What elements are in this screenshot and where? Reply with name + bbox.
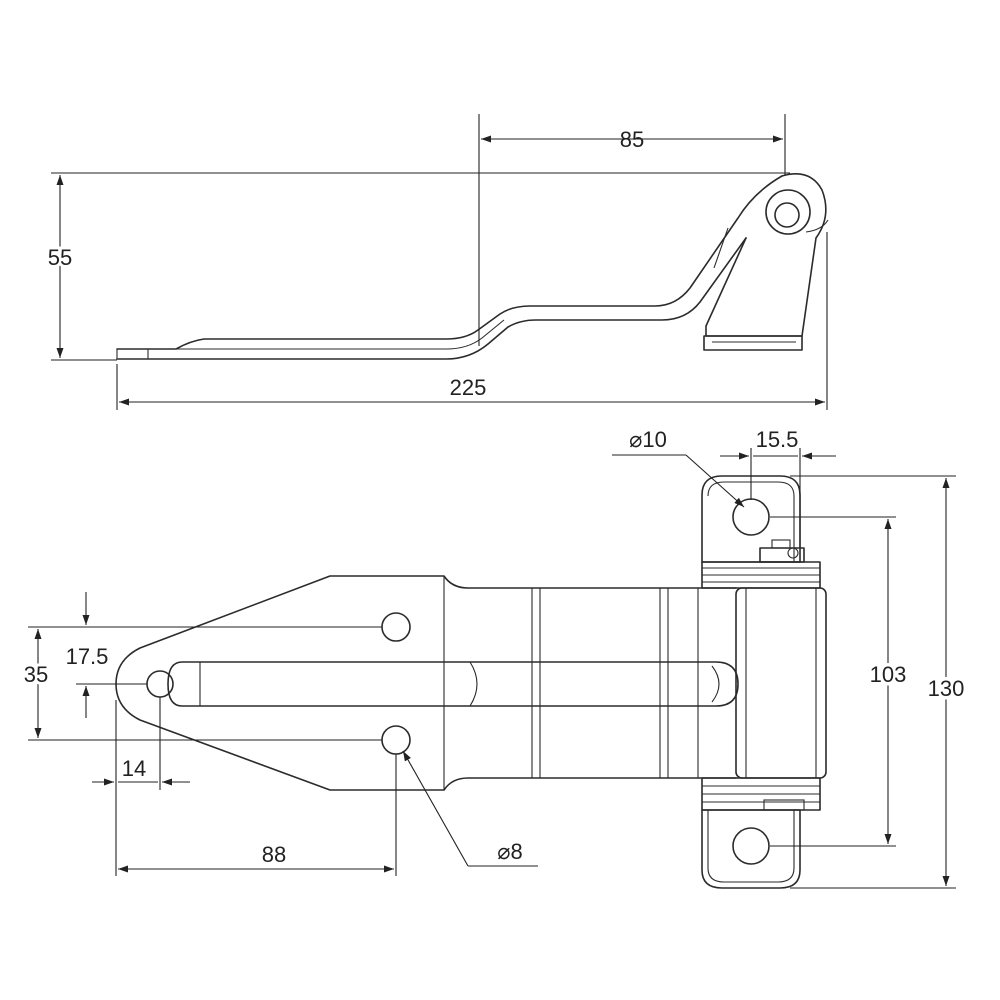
dim-label-14: 14 [122, 756, 146, 781]
side-view-pin-boss [765, 189, 811, 235]
dim-label-pin-hole-dia: ⌀10 [629, 427, 667, 452]
front-view-lower-bolt-hole [381, 725, 411, 755]
front-view-bottom-mount-hole [732, 827, 770, 865]
dim-label-130: 130 [928, 676, 965, 701]
dim-label-85: 85 [620, 127, 644, 152]
dim-label-88: 88 [262, 842, 286, 867]
side-view-leaf-lower [116, 237, 747, 360]
front-view-dimensions: ⌀10 15.5 103 130 35 17.5 14 [21, 427, 968, 889]
front-view-pin-bottom [701, 777, 821, 811]
leader-pin-hole [685, 454, 745, 508]
dim-label-225: 225 [450, 375, 487, 400]
dim-label-35: 35 [24, 662, 48, 687]
leader-bolt-hole [402, 750, 469, 867]
side-view-base [703, 335, 803, 351]
front-view-knuckle-barrel [735, 587, 827, 779]
side-view [116, 173, 829, 360]
front-view-slot [167, 661, 739, 707]
dim-label-bolt-hole-dia: ⌀8 [497, 839, 522, 864]
dim-label-15-5: 15.5 [756, 427, 799, 452]
front-view-slot-end-hole [146, 670, 174, 698]
side-view-dimensions: 85 55 225 [45, 114, 828, 410]
dim-label-17-5: 17.5 [66, 644, 109, 669]
side-view-pin-hole [774, 202, 800, 228]
front-view-pin-top [701, 539, 821, 589]
front-view-upper-bolt-hole [381, 612, 411, 642]
side-view-knuckle [705, 173, 827, 337]
dim-label-55: 55 [48, 245, 72, 270]
dim-label-103: 103 [870, 662, 907, 687]
front-view-mount-plate-lower [701, 809, 801, 889]
side-view-leaf [116, 175, 783, 350]
front-view-leaf [115, 575, 737, 791]
front-view-top-mount-hole [732, 498, 770, 536]
front-view [115, 475, 827, 889]
